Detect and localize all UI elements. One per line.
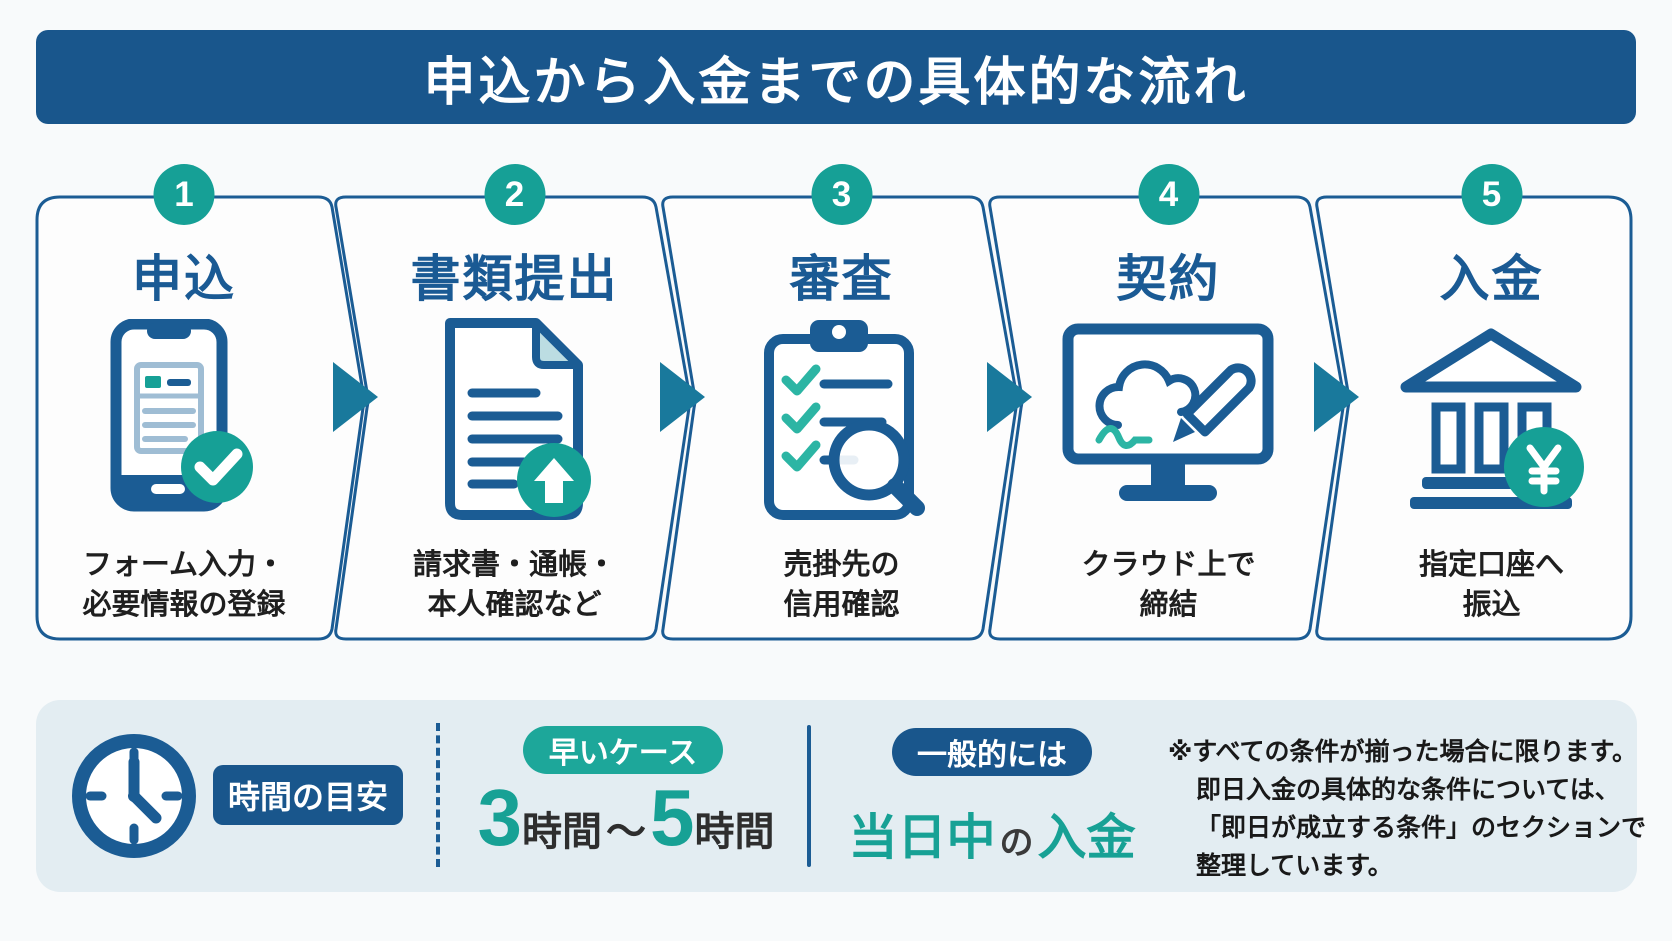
fast-hours-min: 3 bbox=[477, 773, 523, 862]
smartphone-check-icon bbox=[110, 319, 253, 512]
step-number-badge: 3 bbox=[811, 164, 872, 225]
step-title: 申込 bbox=[132, 251, 236, 307]
card-shape bbox=[1315, 195, 1633, 641]
clock-icon bbox=[72, 734, 196, 858]
general-case-result: 当日中 の 入金 bbox=[842, 798, 1142, 865]
step-card-1: 1 申込 bbox=[35, 164, 369, 642]
note-line: 即日入金の具体的な条件については、 bbox=[1196, 776, 1620, 804]
step-number-badge: 1 bbox=[153, 164, 215, 225]
bank-yen-icon bbox=[1400, 328, 1584, 509]
note-line: 整理しています。 bbox=[1196, 852, 1393, 880]
step-title: 入金 bbox=[1439, 251, 1544, 307]
step-title: 書類提出 bbox=[410, 251, 619, 307]
document-upload-icon bbox=[445, 317, 591, 520]
conditions-note: ※すべての条件が揃った場合に限ります。 即日入金の具体的な条件については、 「即… bbox=[1168, 733, 1646, 885]
step-description: 売掛先の 信用確認 bbox=[783, 549, 900, 621]
step-description: クラウド上で 締結 bbox=[1081, 549, 1256, 621]
flow-arrow-icon bbox=[987, 362, 1032, 432]
flow-arrow-icon bbox=[1314, 362, 1359, 432]
cloud-signature-icon bbox=[1062, 323, 1274, 501]
step-title: 審査 bbox=[789, 251, 894, 307]
hours-unit: 時間 bbox=[522, 810, 602, 854]
fast-hours-max: 5 bbox=[650, 773, 695, 862]
step-title: 契約 bbox=[1116, 251, 1221, 307]
step-description: 請求書・通帳・ 本人確認など bbox=[412, 549, 616, 621]
general-case-badge: 一般的には bbox=[892, 728, 1092, 776]
time-estimate-panel: 時間の目安 早いケース 3 時間 〜 5 時間 一般的には 当日中 の 入金 ※… bbox=[36, 700, 1646, 892]
note-line: 「即日が成立する条件」のセクションで bbox=[1196, 814, 1647, 842]
step-number-badge: 2 bbox=[484, 164, 545, 225]
step-description: フォーム入力・ 必要情報の登録 bbox=[82, 549, 286, 621]
particle-no: の bbox=[999, 824, 1034, 862]
step-card-5: 5 入金 指定口座へ 振込 bbox=[1311, 164, 1634, 642]
fast-case-duration: 3 時間 〜 5 時間 bbox=[466, 772, 786, 872]
range-tilde: 〜 bbox=[606, 810, 646, 854]
note-line: ※すべての条件が揃った場合に限ります。 bbox=[1168, 738, 1638, 766]
flow-arrow-icon bbox=[333, 362, 378, 432]
solid-divider bbox=[807, 725, 811, 867]
step-description: 指定口座へ 振込 bbox=[1418, 549, 1564, 621]
hours-unit: 時間 bbox=[694, 810, 775, 854]
step-card-2: 2 書類提出 請求書・通帳・ 本人確認など bbox=[330, 164, 697, 642]
step-number-badge: 4 bbox=[1138, 164, 1199, 225]
flow-arrow-icon bbox=[660, 362, 705, 432]
time-label-badge: 時間の目安 bbox=[213, 765, 403, 825]
page-title: 申込から入金までの具体的な流れ bbox=[423, 53, 1249, 112]
step-number-badge: 5 bbox=[1461, 164, 1522, 225]
header-banner: 申込から入金までの具体的な流れ bbox=[36, 30, 1636, 124]
step-card-3: 3 審査 売掛先の 信用確認 bbox=[657, 164, 1024, 642]
step-card-4: 4 契約 クラウド上で 締結 bbox=[984, 164, 1351, 642]
deposit-highlight: 入金 bbox=[1037, 811, 1136, 865]
fast-case-badge: 早いケース bbox=[523, 726, 723, 774]
clipboard-search-icon bbox=[764, 320, 925, 520]
dashed-divider bbox=[436, 723, 440, 867]
same-day-highlight: 当日中 bbox=[848, 811, 996, 865]
